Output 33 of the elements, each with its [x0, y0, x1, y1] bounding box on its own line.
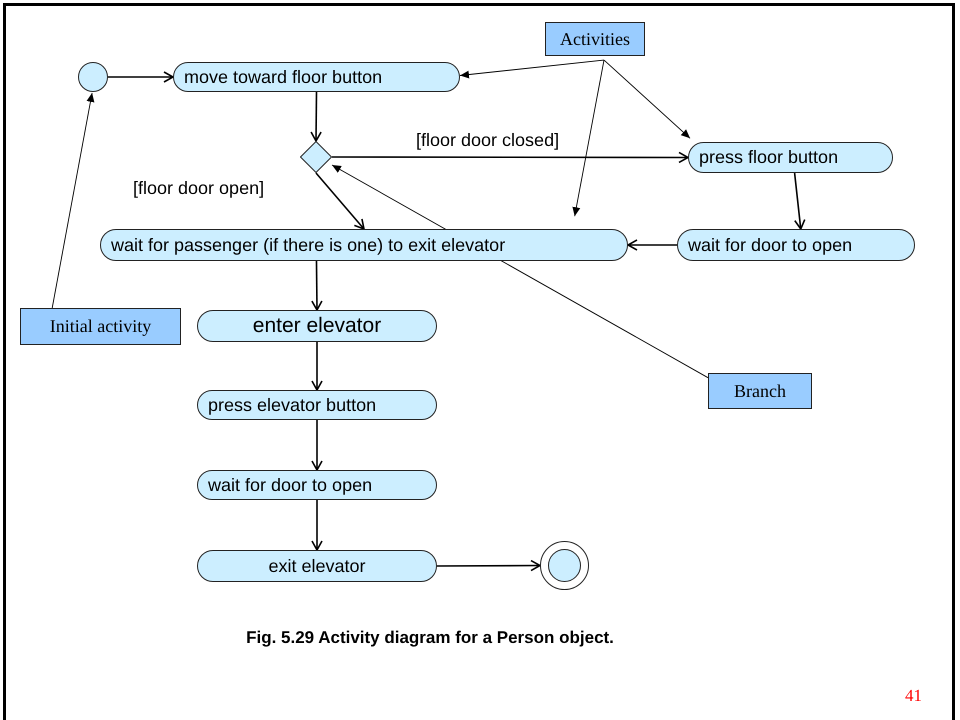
edge-label: [floor door closed] [415, 130, 560, 151]
edge-label: [floor door open] [132, 178, 266, 199]
final-node [540, 541, 589, 590]
arrow [311, 500, 323, 551]
arrow [108, 71, 174, 83]
decision-diamond [300, 141, 332, 173]
figure-caption: Fig. 5.29 Activity diagram for a Person object. [245, 628, 615, 648]
activity-box: enter elevator [197, 310, 437, 342]
arrow [310, 92, 322, 142]
arrow [311, 420, 323, 471]
note-box: Initial activity [20, 308, 181, 345]
leader-line [460, 60, 604, 79]
activity-box: wait for door to open [197, 470, 437, 500]
arrow [311, 342, 323, 391]
arrow [315, 172, 365, 230]
arrow [332, 152, 689, 164]
leader-line [52, 92, 94, 308]
arrow [794, 172, 806, 230]
activity-box: wait for door to open [677, 229, 915, 261]
note-box: Activities [545, 22, 645, 56]
leader-line [572, 60, 604, 217]
activity-box: wait for passenger (if there is one) to exit elevator [100, 229, 628, 261]
initial-node [78, 62, 108, 92]
activity-box: press floor button [688, 142, 893, 173]
activity-box: exit elevator [197, 550, 437, 582]
leader-line [604, 60, 690, 139]
page-number: 41 [905, 686, 922, 706]
arrow [311, 261, 323, 311]
arrow [627, 239, 677, 251]
note-box: Branch [708, 373, 812, 409]
activity-box: press elevator button [197, 390, 437, 420]
arrow [437, 560, 541, 572]
activity-box: move toward floor button [173, 62, 460, 92]
